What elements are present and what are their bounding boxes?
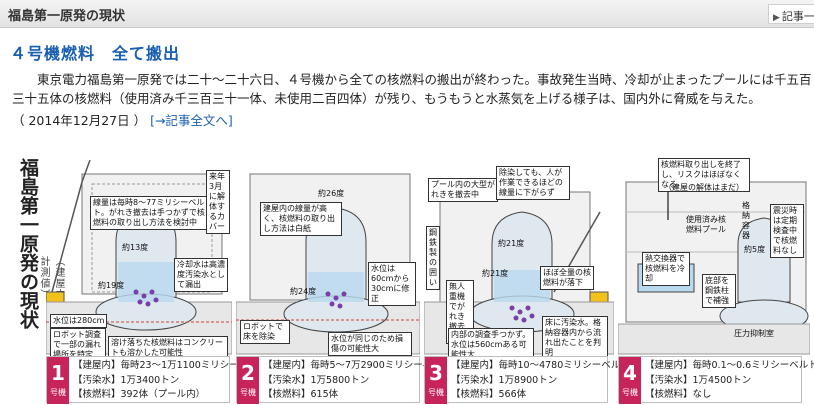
unit-2-water: 【汚染水】1万5800トン xyxy=(263,374,370,386)
unit-1-water: 【汚染水】1万3400トン xyxy=(73,374,180,386)
unit-4-callout: 熱交換器で核燃料を冷却 xyxy=(642,252,690,286)
unit-4-callout: （建屋の解体はまだ） xyxy=(664,183,744,192)
reactor-status-figure: 福島第一原発の現状 （建屋内の線量はこれまでの計測値） 線量は毎時8～77ミリシ… xyxy=(6,152,814,405)
unit-2-callout: 水位は60cmから30cmに修正 xyxy=(368,262,416,306)
article-body: 東京電力福島第一原発では二十～二十六日、４号機から全ての核燃料の搬出が終わった。… xyxy=(12,70,812,108)
unit-2-stats: 【建屋内】毎時5～7万2900ミリシーベルト 【汚染水】1万5800トン 【核燃… xyxy=(263,359,451,403)
unit-3-callout: 鋼鉄製の囲い xyxy=(426,226,440,290)
unit-1-callout: 冷却水は高濃度汚染水として漏出 xyxy=(174,258,228,292)
unit-4-fuel: 【核燃料】なし xyxy=(645,389,712,400)
unit-1-callout: 約13度 xyxy=(122,243,149,252)
unit-2-callout: 水位が同じのため損傷の可能性大 xyxy=(328,332,412,356)
unit-4-callout: 使用済み核燃料プール xyxy=(686,215,726,234)
unit-4-callout: 核燃料取り出しを終了し、リスクはほぼなくなる xyxy=(658,158,750,192)
unit-1-fuel: 【核燃料】392体（プール内） xyxy=(73,389,206,400)
unit-3-callout: ほぼ全量の核燃料が落下 xyxy=(540,266,594,290)
unit-3-callout: 除染しても、人が作業できるほどの線量に下がらず xyxy=(496,166,570,200)
triangle-right-icon: ▶ xyxy=(773,13,780,23)
unit-2-callout: 建屋内の線量が高く、核燃料の取り出し方法は白紙 xyxy=(260,202,342,236)
unit-1-callout: 線量は毎時8～77ミリシーベルト。がれき撤去は手つかずで核燃料の取り出し方法を検… xyxy=(90,196,208,230)
unit-3-stats: 【建屋内】毎時10～4780ミリシーベルト 【汚染水】1万8900トン 【核燃料… xyxy=(451,359,630,403)
article-paragraph: 東京電力福島第一原発では二十～二十六日、４号機から全ての核燃料の搬出が終わった。… xyxy=(12,72,812,106)
unit-3-fuel: 【核燃料】566体 xyxy=(451,389,527,400)
unit-2-fuel: 【核燃料】615体 xyxy=(263,389,339,400)
unit-3-callout: 約21度 xyxy=(498,239,525,248)
unit-2-callout: 約24度 xyxy=(290,287,317,296)
full-article-link[interactable]: [→記事全文へ] xyxy=(150,113,233,128)
article-date: （ 2014年12月27日 ） xyxy=(12,113,147,128)
article-list-link[interactable]: ▶記事一覧 xyxy=(768,4,814,24)
unit-3-water: 【汚染水】1万8900トン xyxy=(451,374,558,386)
unit-3-callout: 床に汚染水。格納容器内から流れ出たことを判明 xyxy=(542,316,608,360)
unit-1-dose: 【建屋内】毎時23～1万1100ミリシーベルト xyxy=(73,360,268,371)
unit-4-dose: 【建屋内】毎時0.1～0.6ミリシーベルト xyxy=(645,360,814,371)
unit-2-panel: 建屋内の線量が高く、核燃料の取り出し方法は白紙 約26度 水位は60cmから30… xyxy=(236,152,451,405)
unit-3-dose: 【建屋内】毎時10～4780ミリシーベルト xyxy=(451,360,630,371)
figure-title: 福島第一原発の現状 xyxy=(17,158,39,329)
unit-3-panel: プール内の大型がれきを撤去中 除染しても、人が作業できるほどの線量に下がらず 鋼… xyxy=(424,152,630,405)
unit-1-panel: 線量は毎時8～77ミリシーベルト。がれき撤去は手つかずで核燃料の取り出し方法を検… xyxy=(46,152,267,405)
unit-2-callout: ロボットで床を除染 xyxy=(240,320,290,344)
unit-3-callout: プール内の大型がれきを撤去中 xyxy=(428,178,498,202)
unit-4-callout: 格納容器 xyxy=(742,201,750,240)
unit-1-callout: 来年3月に解体するカバー xyxy=(206,170,230,234)
unit-3-callout: 約21度 xyxy=(482,269,509,278)
unit-4-panel: 核燃料取り出しを終了し、リスクはほぼなくなる （建屋の解体はまだ） 使用済み核燃… xyxy=(618,152,814,405)
unit-4-callout: 底部を鋼鉄柱で補強 xyxy=(702,274,736,308)
unit-4-callout: 約5度 xyxy=(744,245,766,254)
unit-4-callout: 圧力抑制室 xyxy=(734,329,774,338)
headline: ４号機燃料 全て搬出 xyxy=(10,44,181,63)
unit-2-callout: 約26度 xyxy=(318,189,345,198)
dateline: （ 2014年12月27日 ） [→記事全文へ] xyxy=(12,110,233,129)
unit-1-callout: 水位は280cm xyxy=(50,314,108,328)
unit-4-water: 【汚染水】1万4500トン xyxy=(645,374,752,386)
page-section-title: 福島第一原発の現状 xyxy=(8,9,126,24)
unit-4-stats: 【建屋内】毎時0.1～0.6ミリシーベルト 【汚染水】1万4500トン 【核燃料… xyxy=(645,359,814,403)
unit-4-callout: 震災時は定期検査中で核燃料なし xyxy=(770,204,804,258)
unit-1-stats: 【建屋内】毎時23～1万1100ミリシーベルト 【汚染水】1万3400トン 【核… xyxy=(73,359,267,403)
top-bar: 福島第一原発の現状 ▶記事一覧 xyxy=(0,0,814,28)
unit-2-dose: 【建屋内】毎時5～7万2900ミリシーベルト xyxy=(263,360,452,371)
unit-1-callout: 約19度 xyxy=(98,281,125,290)
